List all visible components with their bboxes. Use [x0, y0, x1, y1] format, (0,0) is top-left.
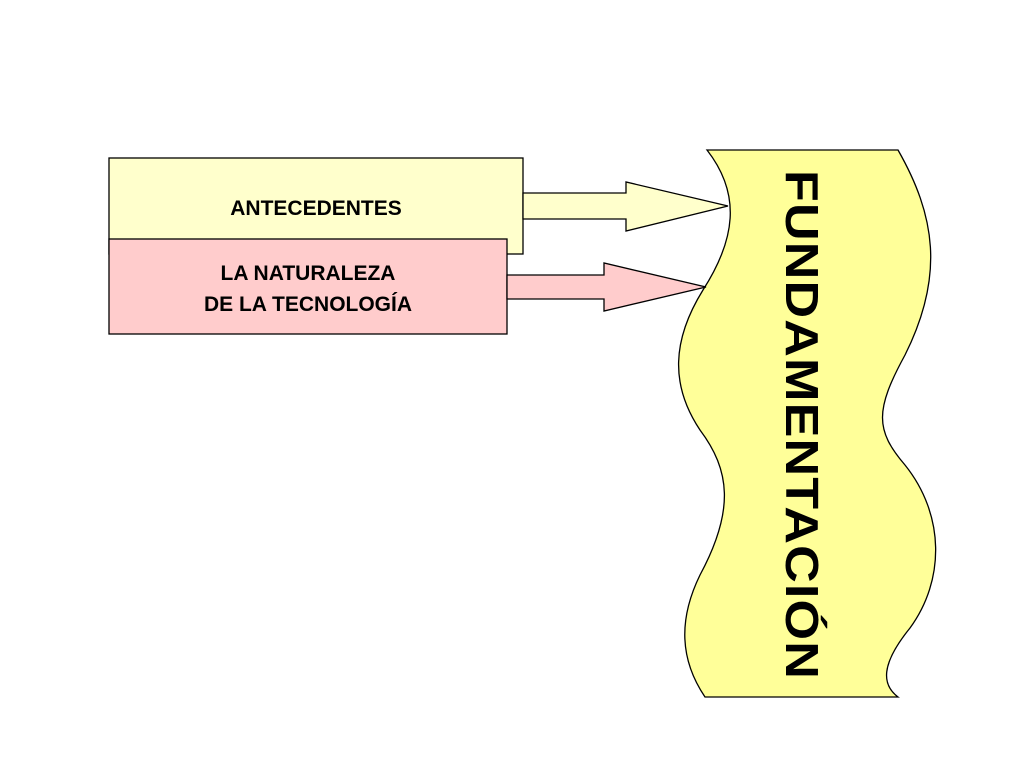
naturaleza-label-line2: DE LA TECNOLOGÍA — [204, 293, 412, 316]
antecedentes-label: ANTECEDENTES — [230, 197, 402, 220]
antecedentes-arrow — [522, 181, 729, 232]
fundamentacion-banner — [677, 149, 937, 698]
fundamentacion-label: FUNDAMENTACIÓN — [776, 170, 828, 680]
naturaleza-label-line1: LA NATURALEZA — [221, 262, 396, 285]
antecedentes-box — [108, 157, 524, 255]
naturaleza-box — [108, 238, 508, 335]
naturaleza-arrow — [506, 262, 707, 312]
